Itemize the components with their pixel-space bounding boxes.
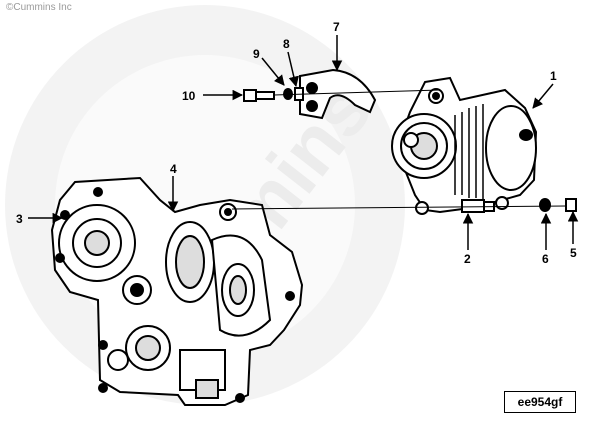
capscrew-2 [461, 199, 495, 213]
washer-9 [283, 88, 293, 100]
copyright-notice: ©Cummins Inc [6, 2, 72, 13]
callout-4: 4 [170, 162, 177, 176]
callout-10: 10 [182, 89, 196, 103]
washer-6 [539, 198, 551, 212]
callout-7: 7 [333, 20, 340, 34]
gear-housing [50, 176, 304, 406]
diagram-code-label: ee954gf [504, 391, 576, 413]
callout-1: 1 [550, 69, 557, 83]
alternator-bracket [299, 68, 377, 120]
callout-leaders [28, 35, 579, 250]
alternator [391, 76, 538, 215]
callout-8: 8 [283, 37, 290, 51]
callout-3: 3 [16, 212, 23, 226]
callout-2: 2 [464, 252, 471, 266]
callout-5: 5 [570, 246, 577, 260]
capscrew-10 [243, 89, 275, 102]
callout-9: 9 [253, 47, 260, 61]
alignment-lines [231, 89, 567, 210]
nut-5 [565, 198, 577, 212]
callout-6: 6 [542, 252, 549, 266]
